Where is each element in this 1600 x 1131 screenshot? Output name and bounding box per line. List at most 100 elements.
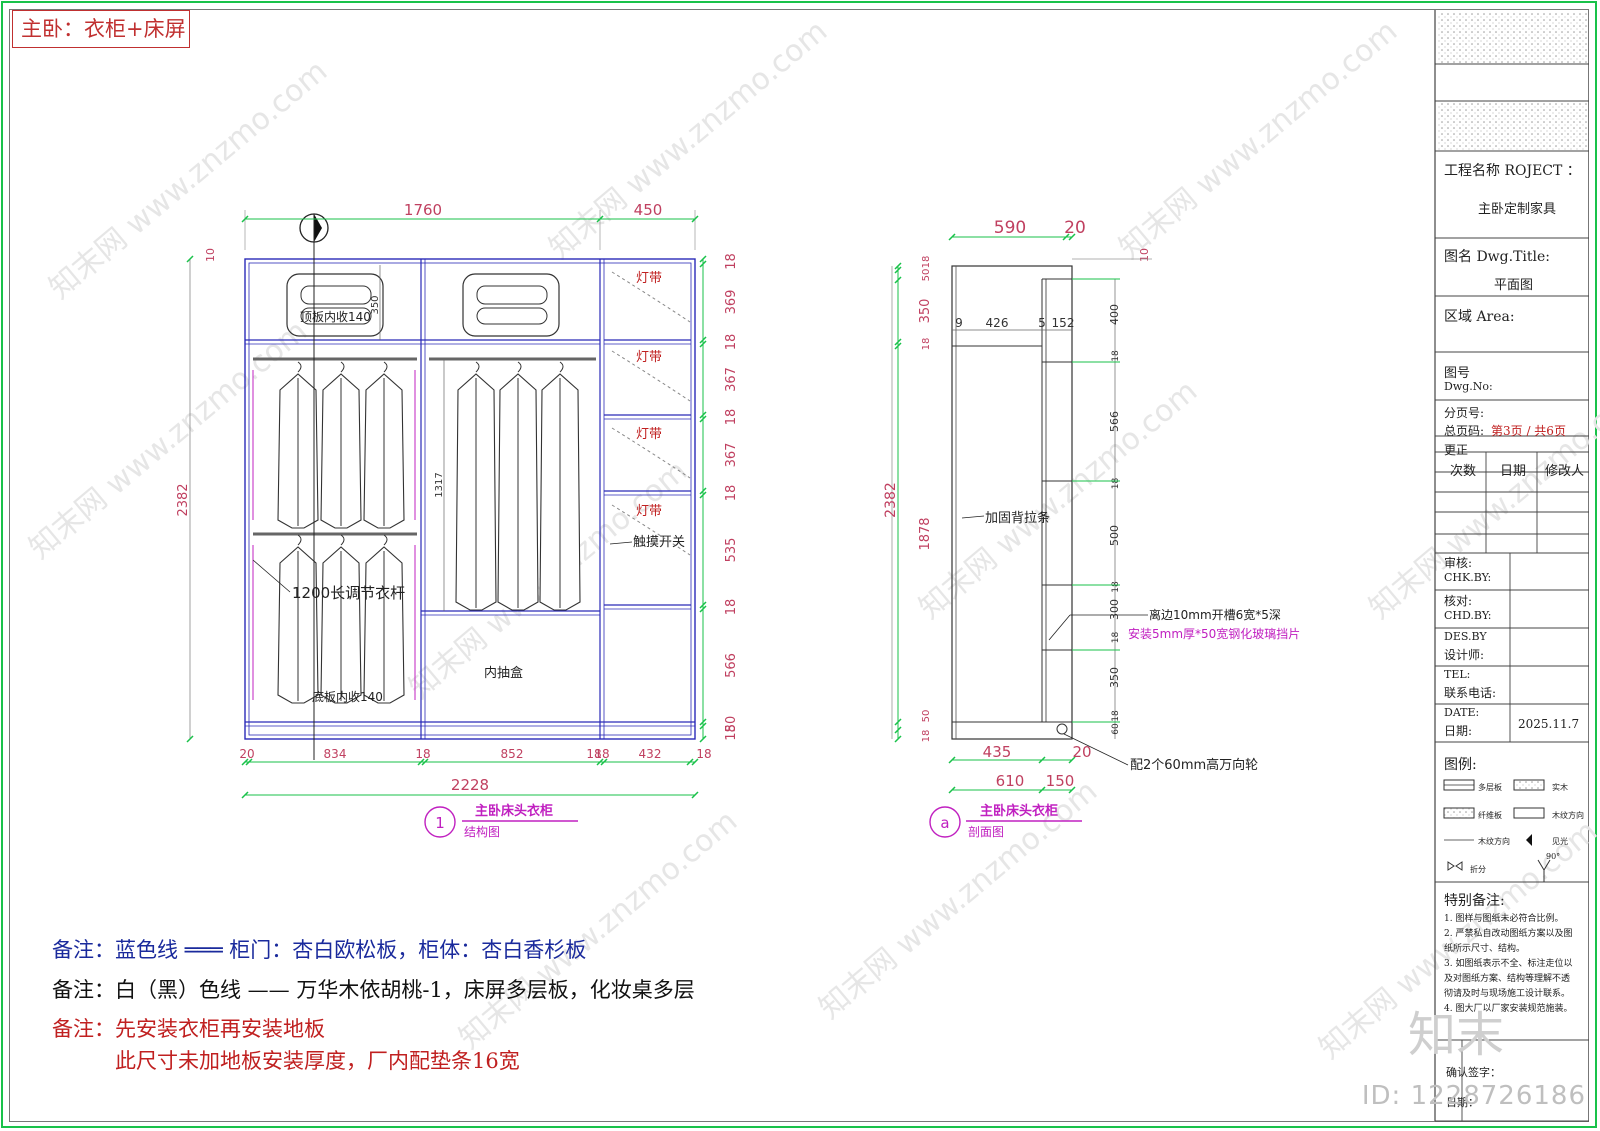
dimension-text: 426	[986, 316, 1009, 330]
dimension-tick	[596, 215, 604, 223]
dimension-tick	[245, 758, 253, 766]
dimension-text: 566	[724, 653, 739, 678]
dimension-text: 20	[1064, 218, 1086, 238]
hanging-coat	[455, 361, 497, 611]
legend-split-icon	[1447, 861, 1463, 871]
tb-legend-item-6: 见光	[1552, 837, 1568, 846]
dimension-tick	[1068, 786, 1076, 794]
dimension-text: 1317	[434, 472, 445, 497]
view-title: 主卧床头衣柜	[475, 803, 553, 819]
dimension-text: 369	[724, 290, 739, 315]
note-text: 蓝色线 ═══ 柜门：杏白欧松板，柜体：杏白香杉板	[115, 938, 587, 962]
hanging-coat	[539, 361, 581, 611]
label-light-strip: 灯带	[636, 504, 662, 519]
legend-swatch-grain	[1513, 807, 1545, 819]
dimension-text: 350	[370, 295, 381, 314]
coat-hook	[383, 361, 388, 373]
label-light-strip: 灯带	[636, 350, 662, 365]
dimension-text: 610	[996, 772, 1025, 790]
dimension-tick	[699, 601, 707, 609]
dimension-tick	[948, 233, 956, 241]
watermark-text: 知末网 www.znzmo.com	[813, 774, 1104, 1026]
title-block-hatch	[1437, 12, 1587, 64]
dimension-tick	[691, 791, 699, 799]
folded-clothes-fold	[476, 307, 548, 325]
dimension-tick	[894, 342, 902, 350]
dimension-text: 400	[1108, 304, 1121, 325]
tb-dwg-no-sub: Dwg.No:	[1444, 380, 1493, 393]
legend-visible-icon	[1526, 834, 1532, 846]
view-number-circle	[929, 806, 961, 838]
title-block-hatch	[1437, 101, 1587, 151]
tb-project-value: 主卧定制家具	[1478, 202, 1557, 217]
dimension-text: 2228	[451, 776, 489, 794]
hanging-coat	[277, 361, 319, 529]
dimension-tick	[699, 722, 707, 730]
id-tag: ID: 1228726186	[1361, 1081, 1586, 1111]
hanging-coat	[363, 361, 405, 529]
leader-line	[961, 515, 985, 519]
watermark-text: 知末网 www.znzmo.com	[23, 314, 314, 566]
legend-swatch-fiberboard	[1443, 807, 1475, 819]
tb-special-note: 2. 严禁私自改动图纸方案以及图	[1444, 929, 1573, 939]
dimension-tick	[894, 276, 902, 284]
tb-rev-col-2: 日期	[1500, 464, 1527, 479]
dimension-text: 18	[1111, 478, 1121, 490]
dimension-text: 1760	[404, 201, 442, 219]
drawing-frame-inner	[9, 9, 1589, 1122]
dimension-text: 432	[639, 747, 662, 761]
view-subtitle: 剖面图	[968, 825, 1004, 839]
tb-special-note: 及对图纸方案、结构等理解不透	[1444, 974, 1571, 984]
dimension-tick	[699, 605, 707, 613]
dimension-tick	[241, 215, 249, 223]
dimension-text: 10	[204, 248, 217, 262]
dimension-tick	[948, 786, 956, 794]
dimension-text: 18	[415, 747, 430, 761]
dimension-text: 150	[1046, 772, 1075, 790]
watermark-text: 知末网 www.znzmo.com	[543, 14, 834, 266]
leader-line	[252, 559, 291, 593]
tb-legend-item-2: 实木	[1552, 783, 1568, 792]
dimension-text: 535	[724, 538, 739, 563]
view-subtitle: 结构图	[464, 824, 500, 839]
note-prefix: 备注：	[52, 978, 115, 1002]
tb-legend-item-7: 折分	[1470, 865, 1486, 874]
dimension-tick	[1068, 756, 1076, 764]
dimension-tick	[894, 266, 902, 274]
dimension-tick	[1068, 233, 1076, 241]
coat-hook	[383, 534, 388, 546]
dimension-tick	[894, 726, 902, 734]
coat-hook	[517, 361, 522, 373]
dimension-text: 300	[1108, 599, 1121, 620]
dimension-text: 18	[921, 256, 932, 269]
tb-special-note: 3. 如图纸表示不全、标注走位以	[1444, 959, 1573, 969]
tb-revision-label: 更正	[1444, 443, 1469, 457]
tb-legend-item-4: 木纹方向	[1552, 811, 1584, 820]
note-prefix: 备注：	[52, 938, 115, 962]
dimension-tick	[699, 411, 707, 419]
watermark-text: 知末网 www.znzmo.com	[43, 54, 334, 306]
tb-date-sub: 日期:	[1444, 724, 1473, 738]
label-rod: 1200长调节衣杆	[292, 584, 405, 602]
tb-tel-label: TEL:	[1444, 668, 1471, 681]
label-light-strip: 灯带	[636, 271, 662, 286]
dimension-tick	[241, 758, 249, 766]
tb-verify-label: 核对:	[1444, 594, 1473, 608]
dimension-tick	[699, 340, 707, 348]
label-shelf-recess: 顶板内收140	[300, 310, 371, 324]
dimension-tick	[894, 718, 902, 726]
note-line-4: 此尺寸未加地板安装厚度，厂内配垫条16宽	[115, 1045, 520, 1075]
hanging-coat	[320, 361, 362, 529]
dimension-tick	[948, 756, 956, 764]
watermark-text: 知末网 www.znzmo.com	[1113, 14, 1404, 266]
folded-clothes-outline	[462, 273, 560, 337]
dimension-tick	[894, 735, 902, 743]
note-prefix: 备注：	[52, 1017, 115, 1041]
coat-hook	[559, 361, 564, 373]
dimension-text: 18	[1111, 350, 1121, 362]
light-strip-path	[611, 504, 691, 556]
tb-legend-label: 图例:	[1444, 757, 1477, 773]
dimension-tick	[1038, 786, 1046, 794]
folded-clothes-fold	[476, 285, 548, 305]
